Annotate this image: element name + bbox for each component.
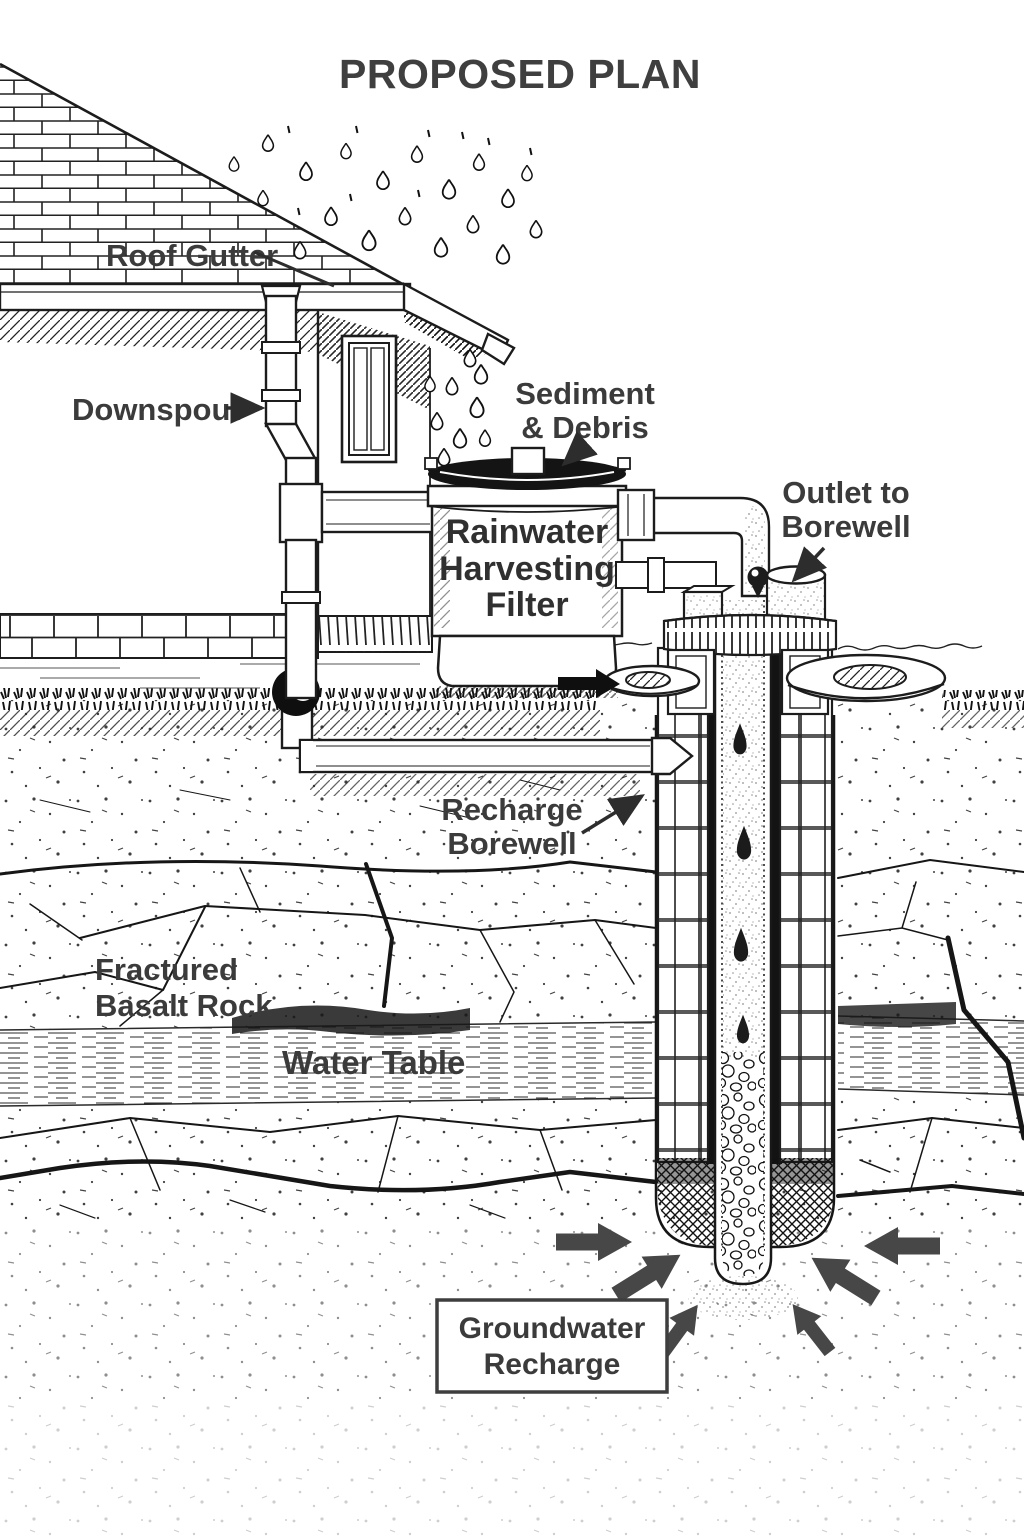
page-title: PROPOSED PLAN — [339, 51, 701, 97]
eave-drips — [424, 348, 492, 467]
groundwater-recharge-callout: Groundwater Recharge — [435, 1298, 669, 1394]
filter-label-line3: Filter — [485, 586, 568, 624]
label-outlet-line2: Borewell — [781, 509, 910, 544]
soffit-shading — [0, 310, 318, 352]
water-table-band — [0, 1015, 1024, 1107]
roof-gutter-structure — [0, 281, 516, 366]
label-roof-gutter: Roof Gutter — [106, 238, 278, 273]
groundwater-box — [435, 1298, 669, 1394]
borewell-casing-left — [656, 646, 710, 1164]
overflow-pipe — [615, 561, 717, 589]
borewell-inner-pipe — [713, 592, 773, 1286]
roof-gutter-pointer-line — [253, 250, 335, 288]
ribbed-collar — [662, 613, 838, 657]
rock-cracks — [0, 779, 1024, 1219]
filter-lid-knob — [510, 446, 546, 476]
label-basalt-line1: Fractured — [95, 952, 238, 987]
pipe-clamp-eyelet — [747, 566, 769, 598]
gravel-fill — [722, 1052, 764, 1276]
outlet-coupling — [616, 488, 656, 542]
pipe-outlet-cap — [650, 736, 694, 776]
label-groundwater-line1: Groundwater — [459, 1312, 646, 1345]
borewell-head — [558, 488, 947, 716]
label-basalt-line2: Basalt Rock — [95, 988, 273, 1023]
outlet-arrow-icon — [791, 546, 828, 583]
recharge-arrow-icon — [581, 794, 645, 835]
house-plinth — [317, 615, 433, 653]
garden-wall — [0, 613, 319, 659]
borehole-wall — [654, 715, 836, 1249]
label-recharge-line1: Recharge — [441, 792, 582, 827]
label-outlet-line1: Outlet to — [782, 475, 909, 510]
gutter-spout — [480, 332, 516, 366]
gravel-pack-right — [772, 1158, 834, 1246]
label-water-table: Water Table — [282, 1044, 465, 1081]
downspout-tee — [278, 482, 324, 544]
sediment-arrow-icon — [561, 431, 598, 467]
concrete-apron-right — [785, 653, 947, 703]
recharge-borewell-structure — [654, 592, 836, 1320]
filter-label-line2: Harvesting — [439, 550, 615, 588]
filter-label-line1: Rainwater — [446, 513, 609, 551]
label-recharge-line2: Borewell — [447, 826, 576, 861]
label-sediment-line2: & Debris — [521, 410, 648, 445]
filter-inlet-pipe — [320, 490, 436, 534]
borewell-casing-right — [778, 646, 834, 1164]
concrete-apron-left — [603, 664, 701, 698]
label-sediment-line1: Sediment — [515, 376, 655, 411]
label-groundwater-line2: Recharge — [484, 1348, 621, 1381]
rainwater-harvesting-filter: Rainwater Harvesting Filter — [424, 446, 631, 698]
downspout-pipe — [260, 284, 324, 700]
surface-flow-arrow-icon — [558, 669, 620, 698]
gravel-pack-left — [656, 1158, 716, 1246]
labels: PROPOSED PLAN Roof Gutter Downspout Sedi… — [72, 51, 911, 1394]
rock-ledge — [232, 1002, 956, 1036]
underground-pipe — [272, 668, 694, 796]
label-downspout: Downspout — [72, 392, 241, 427]
window — [340, 334, 398, 464]
outlet-gooseneck-pipe — [650, 496, 771, 598]
